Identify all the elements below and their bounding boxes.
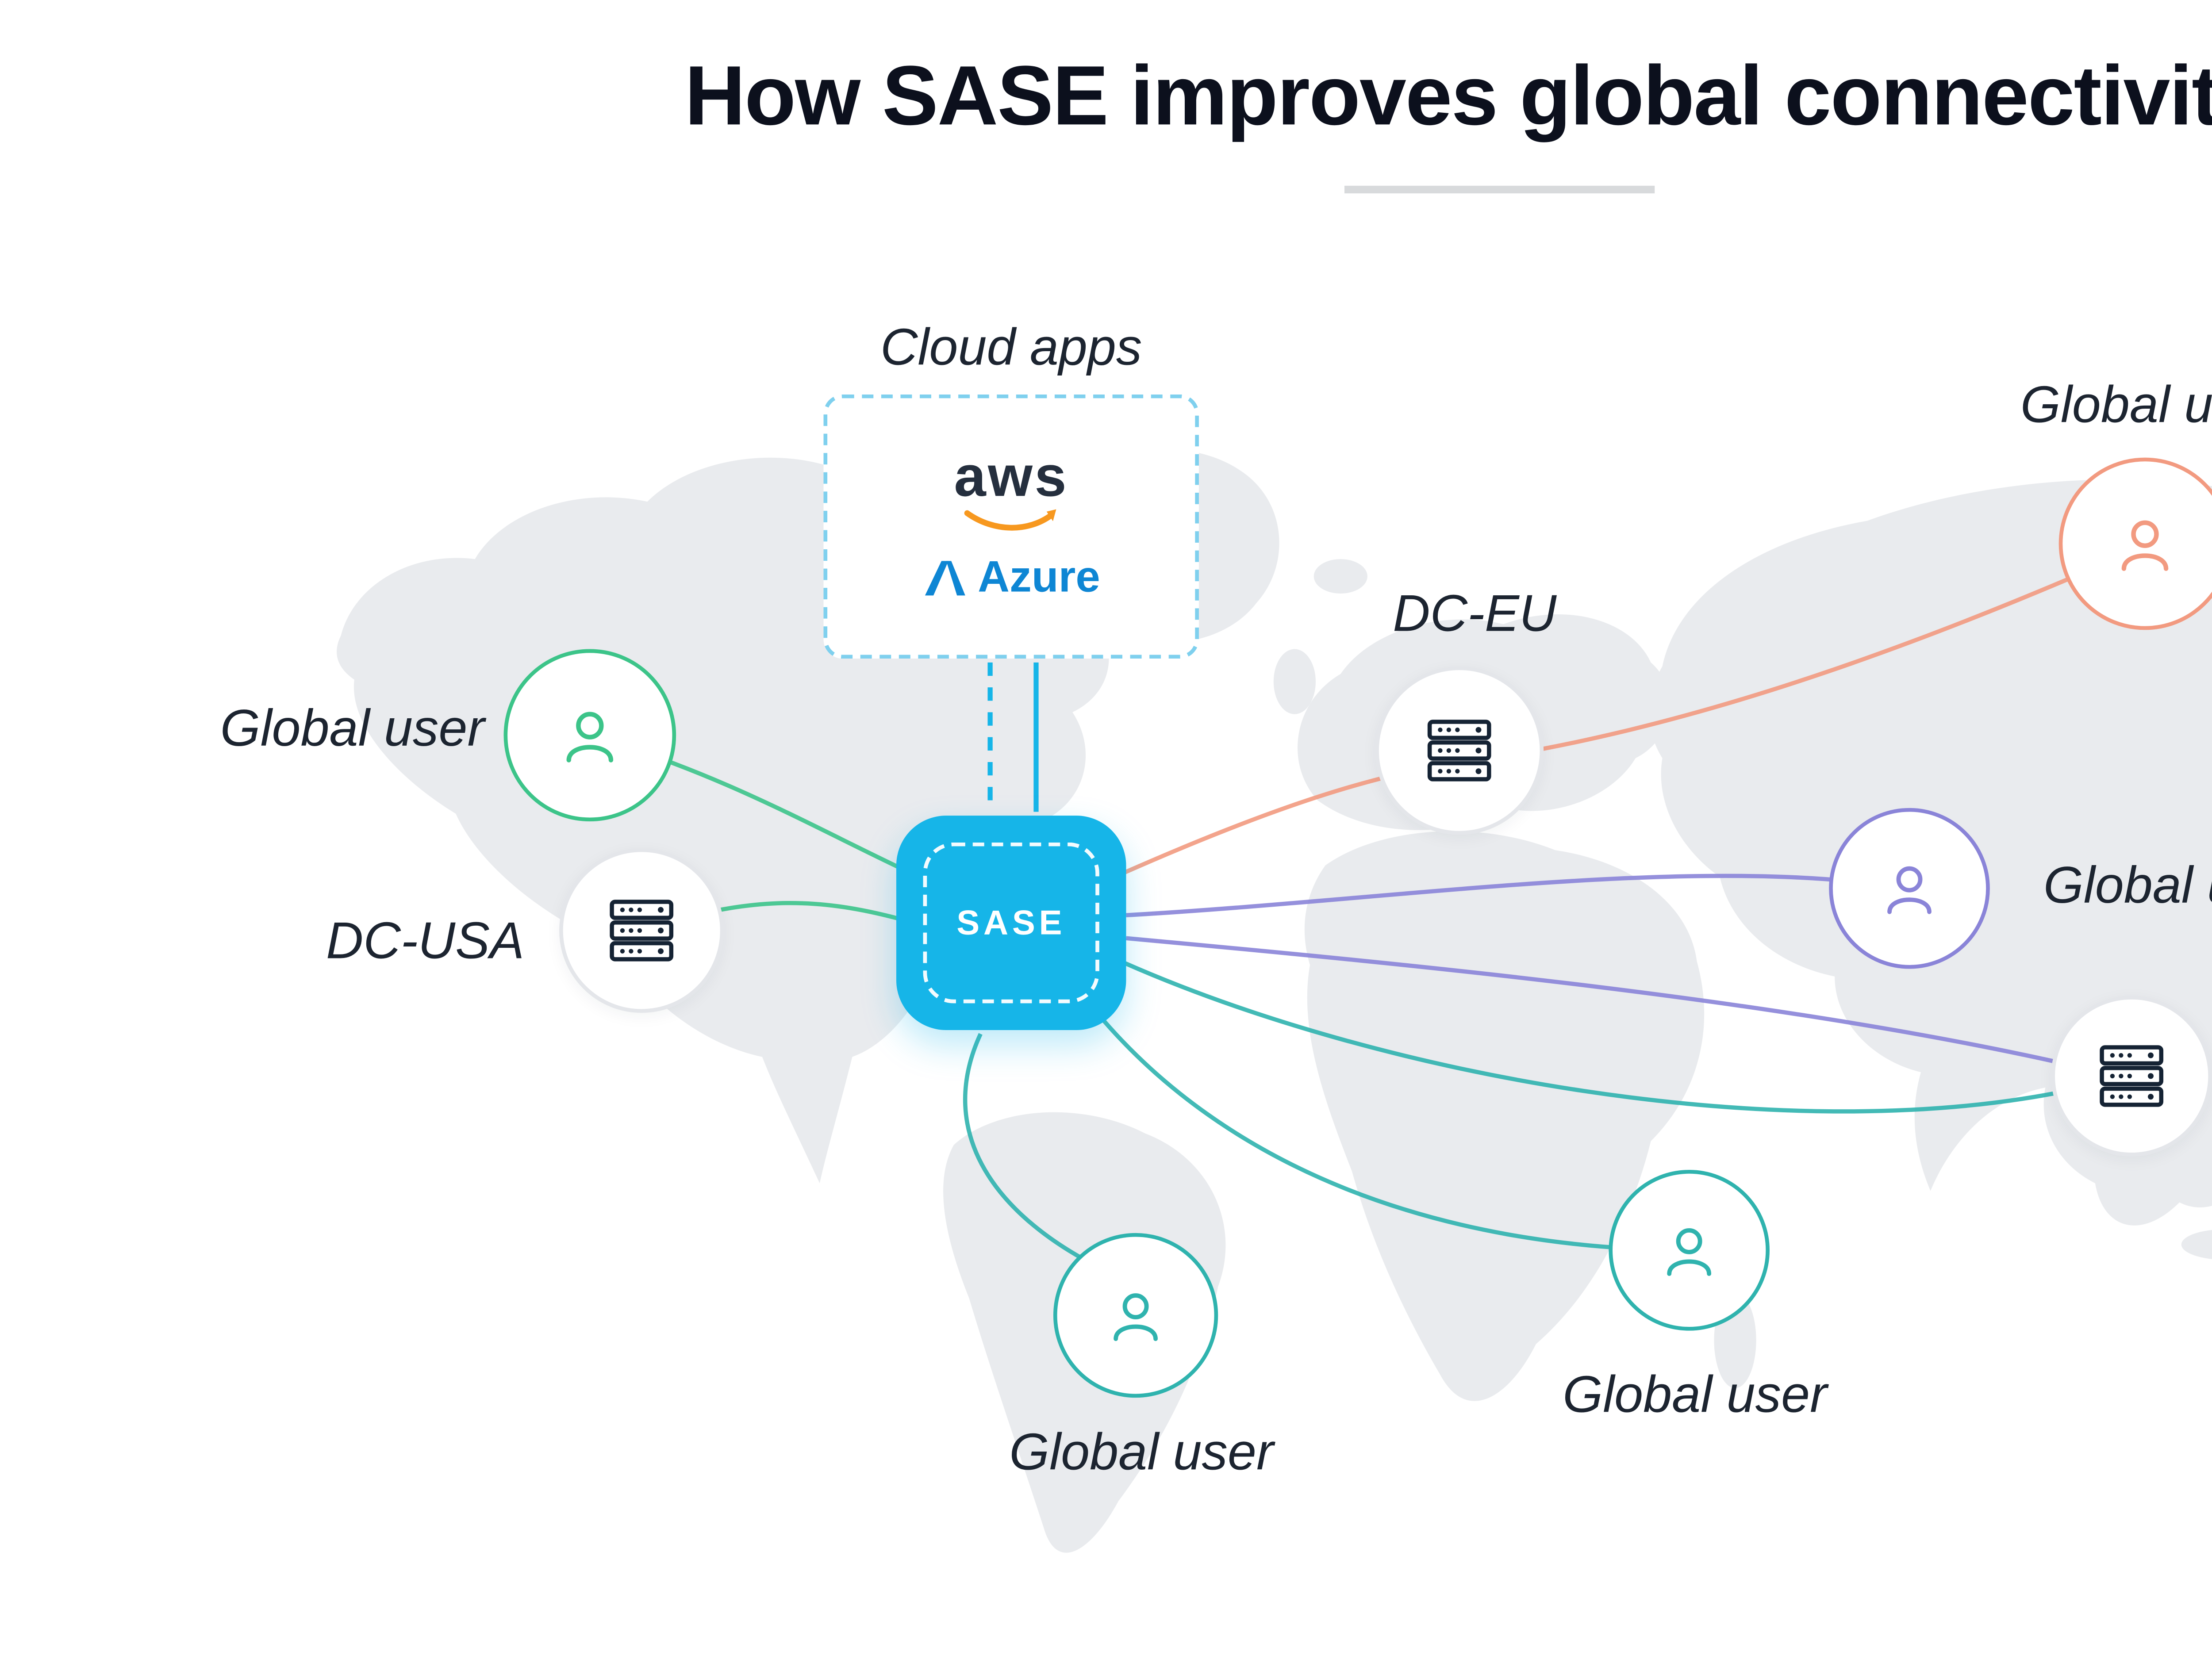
link-dc-sea-upper <box>1126 936 2069 1067</box>
azure-logo-text: Azure <box>978 551 1100 602</box>
person-icon <box>1103 1283 1168 1348</box>
sase-node: SASE <box>896 816 1126 1031</box>
cloud-apps-label: Cloud apps <box>880 318 1142 376</box>
map-iceland <box>1313 559 1367 594</box>
link-user-east <box>1126 874 1908 918</box>
sase-node-inner: SASE <box>923 842 1099 1004</box>
page-title: How SASE improves global connectivity <box>684 50 2212 144</box>
server-icon <box>603 892 680 969</box>
server-icon <box>2093 1038 2170 1114</box>
aws-logo-text: aws <box>954 446 1068 510</box>
link-user-northeast-via-dc-eu <box>1114 545 2142 879</box>
map-africa <box>1304 831 1705 1401</box>
person-icon <box>555 701 624 770</box>
person-icon <box>1877 856 1942 921</box>
global-user-label-southwest: Global user <box>1009 1423 1274 1481</box>
sase-label: SASE <box>956 903 1066 941</box>
dc-usa-label: DC-USA <box>326 912 525 970</box>
link-dc-sea-lower <box>1119 959 2065 1114</box>
dc-usa-node <box>559 848 724 1013</box>
link-user-southwest <box>963 1033 1108 1273</box>
aws-logo: aws <box>954 446 1068 536</box>
map-uk <box>1273 649 1316 714</box>
global-user-node-northwest <box>503 649 676 822</box>
person-icon <box>1657 1218 1722 1283</box>
dc-eu-label: DC-EU <box>1393 585 1557 643</box>
person-icon <box>2111 510 2180 579</box>
cloud-apps-box: aws Azure <box>823 394 1199 659</box>
global-user-label-south: Global user <box>1563 1366 1828 1424</box>
link-user-south <box>1094 1009 1686 1253</box>
map-indonesia-1 <box>2181 1230 2212 1259</box>
global-user-label-northwest: Global user <box>220 700 485 758</box>
global-user-label-east: Global user <box>2043 857 2212 915</box>
global-user-node-northeast <box>2058 457 2212 630</box>
global-user-label-northeast: Global user <box>2020 376 2212 434</box>
dc-eu-node <box>1375 666 1544 835</box>
title-divider <box>1344 185 1655 194</box>
global-user-node-east <box>1829 808 1990 969</box>
azure-icon <box>924 560 964 595</box>
server-icon <box>1421 712 1498 789</box>
aws-smile-icon <box>964 509 1056 531</box>
azure-logo: Azure <box>922 552 1100 603</box>
global-user-node-southwest <box>1053 1233 1218 1398</box>
dc-sea-node <box>2051 996 2212 1157</box>
global-user-node-south <box>1609 1170 1770 1331</box>
